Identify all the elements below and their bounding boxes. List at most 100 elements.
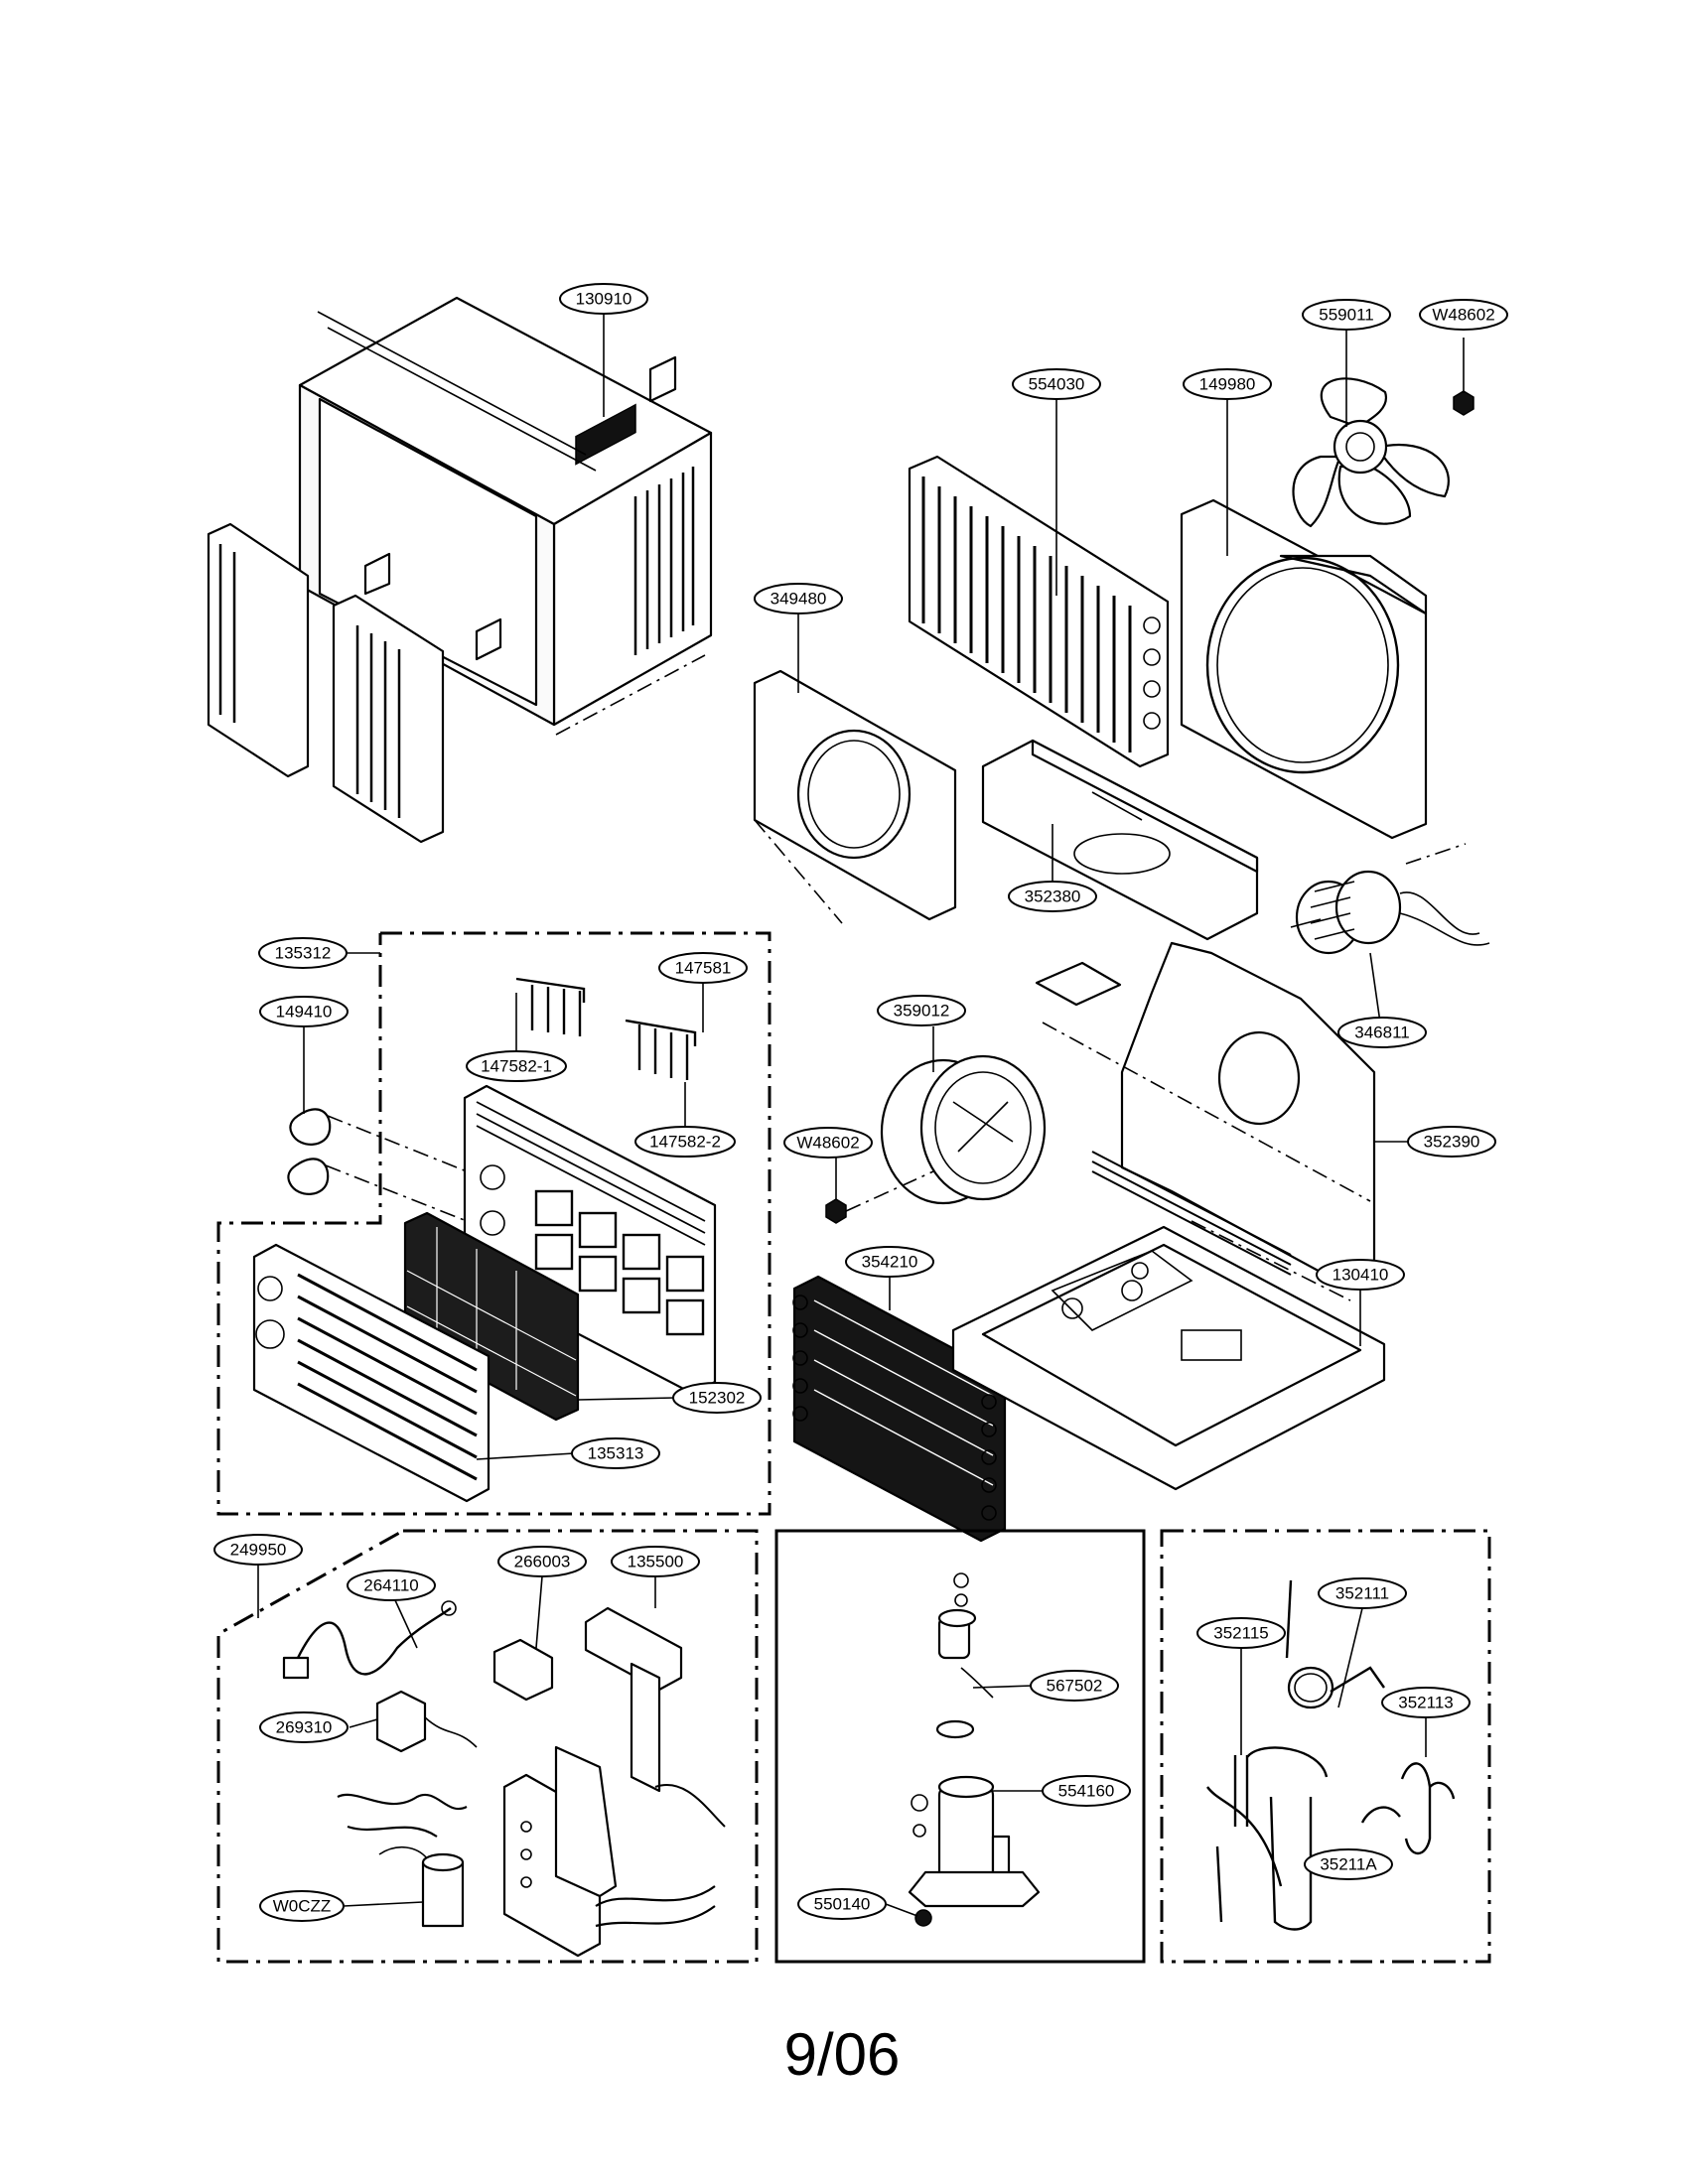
wire-harness: [337, 1784, 726, 1928]
base-pan: [951, 1220, 1386, 1491]
page-number: 9/06: [783, 2021, 901, 2088]
refrigerant-tubing-box: [1160, 1529, 1491, 1964]
condenser-shroud: [1180, 498, 1428, 840]
cabinet-side-guide-right: [332, 594, 445, 844]
callout-W48602-fan: W48602: [1419, 299, 1508, 331]
callout-149410: 149410: [259, 996, 349, 1027]
evaporator-fan-housing: [1035, 941, 1376, 1283]
svg-text:559011: 559011: [1319, 306, 1373, 325]
capacitor-bracket: [492, 1638, 554, 1702]
svg-text:352390: 352390: [1424, 1133, 1480, 1152]
svg-text:354210: 354210: [862, 1253, 918, 1272]
svg-text:269310: 269310: [276, 1718, 333, 1737]
svg-text:147581: 147581: [675, 959, 732, 978]
condenser-coil: [908, 455, 1170, 768]
front-frame: [463, 1084, 717, 1396]
callout-352115: 352115: [1196, 1617, 1286, 1649]
svg-text:152302: 152302: [689, 1389, 746, 1408]
svg-text:550140: 550140: [814, 1895, 871, 1914]
callout-249950: 249950: [213, 1534, 303, 1566]
svg-text:554030: 554030: [1029, 375, 1085, 394]
callout-147581: 147581: [658, 952, 748, 984]
callout-135313: 135313: [571, 1437, 660, 1469]
callout-554030: 554030: [1012, 368, 1101, 400]
electrical-assembly-box: [216, 1529, 759, 1964]
svg-text:W0CZZ: W0CZZ: [273, 1897, 332, 1916]
callout-352111: 352111: [1318, 1577, 1407, 1609]
front-grille-assembly-box: [216, 931, 772, 1516]
cabinet-side-guide-left: [207, 522, 310, 778]
svg-text:W48602: W48602: [1432, 306, 1494, 325]
svg-text:35211A: 35211A: [1320, 1855, 1377, 1874]
compressor-parts: [908, 1572, 1041, 1927]
relay: [375, 1690, 478, 1753]
callout-550140: 550140: [797, 1888, 887, 1920]
svg-text:264110: 264110: [363, 1576, 418, 1595]
callout-352390: 352390: [1407, 1126, 1496, 1158]
svg-text:554160: 554160: [1058, 1782, 1115, 1801]
svg-text:359012: 359012: [894, 1002, 950, 1021]
svg-text:266003: 266003: [514, 1553, 571, 1571]
svg-text:135313: 135313: [588, 1444, 644, 1463]
callout-135500: 135500: [611, 1546, 700, 1577]
callout-354210: 354210: [845, 1246, 934, 1278]
callout-559011: 559011: [1302, 299, 1391, 331]
callout-352113: 352113: [1381, 1687, 1471, 1718]
condenser-fan-blade: [1292, 377, 1450, 528]
air-filter: [403, 1211, 580, 1422]
blower-wheel: [880, 1054, 1047, 1205]
svg-text:249950: 249950: [230, 1541, 287, 1560]
callout-352380: 352380: [1008, 881, 1097, 912]
compressor-assembly-box: [774, 1529, 1146, 1964]
cabinet-case: [298, 296, 713, 736]
callout-266003: 266003: [497, 1546, 587, 1577]
svg-text:149980: 149980: [1199, 375, 1256, 394]
callout-554160: 554160: [1042, 1775, 1131, 1807]
callout-269310: 269310: [259, 1711, 349, 1743]
callout-W0CZZ: W0CZZ: [259, 1890, 345, 1922]
svg-text:352380: 352380: [1025, 887, 1081, 906]
refrigerant-tubes: [1206, 1579, 1456, 1931]
svg-text:130410: 130410: [1333, 1266, 1389, 1285]
callout-147582-2: 147582-2: [634, 1126, 736, 1158]
svg-text:352115: 352115: [1213, 1624, 1268, 1643]
svg-text:149410: 149410: [276, 1003, 333, 1022]
drain-pan: [981, 739, 1259, 941]
callout-W48602-blower: W48602: [783, 1127, 873, 1159]
svg-text:147582-1: 147582-1: [481, 1057, 552, 1076]
svg-text:147582-2: 147582-2: [649, 1133, 721, 1152]
callout-35211A: 35211A: [1304, 1848, 1393, 1880]
svg-text:135312: 135312: [275, 944, 332, 963]
callout-152302: 152302: [672, 1382, 762, 1414]
svg-text:130910: 130910: [576, 290, 632, 309]
svg-text:349480: 349480: [771, 590, 827, 609]
svg-text:W48602: W48602: [796, 1134, 859, 1153]
blower-nut: [825, 1158, 934, 1224]
callout-349480: 349480: [754, 583, 843, 614]
callout-346811: 346811: [1337, 1017, 1427, 1048]
callout-264110: 264110: [347, 1570, 436, 1601]
fan-nut-upper: [1453, 338, 1474, 416]
fan-motor: [1290, 843, 1490, 955]
barrier-panel: [753, 669, 957, 924]
callout-147582-1: 147582-1: [466, 1050, 567, 1082]
svg-text:352113: 352113: [1398, 1694, 1453, 1712]
control-box: [502, 1745, 618, 1958]
callout-130910: 130910: [559, 283, 648, 315]
svg-text:135500: 135500: [628, 1553, 684, 1571]
svg-text:567502: 567502: [1047, 1677, 1103, 1696]
callout-135312: 135312: [258, 937, 348, 969]
callout-149980: 149980: [1183, 368, 1272, 400]
louver-clips: [515, 977, 697, 1080]
callout-130410: 130410: [1316, 1259, 1405, 1291]
power-cord: [282, 1600, 457, 1680]
control-box-cover: [584, 1606, 683, 1793]
svg-text:352111: 352111: [1335, 1584, 1389, 1603]
callout-359012: 359012: [877, 995, 966, 1026]
evaporator-coil: [792, 1275, 1007, 1543]
svg-text:346811: 346811: [1354, 1024, 1409, 1042]
front-grille: [252, 1243, 491, 1503]
capacitor: [378, 1846, 465, 1928]
callout-567502: 567502: [1030, 1670, 1119, 1702]
